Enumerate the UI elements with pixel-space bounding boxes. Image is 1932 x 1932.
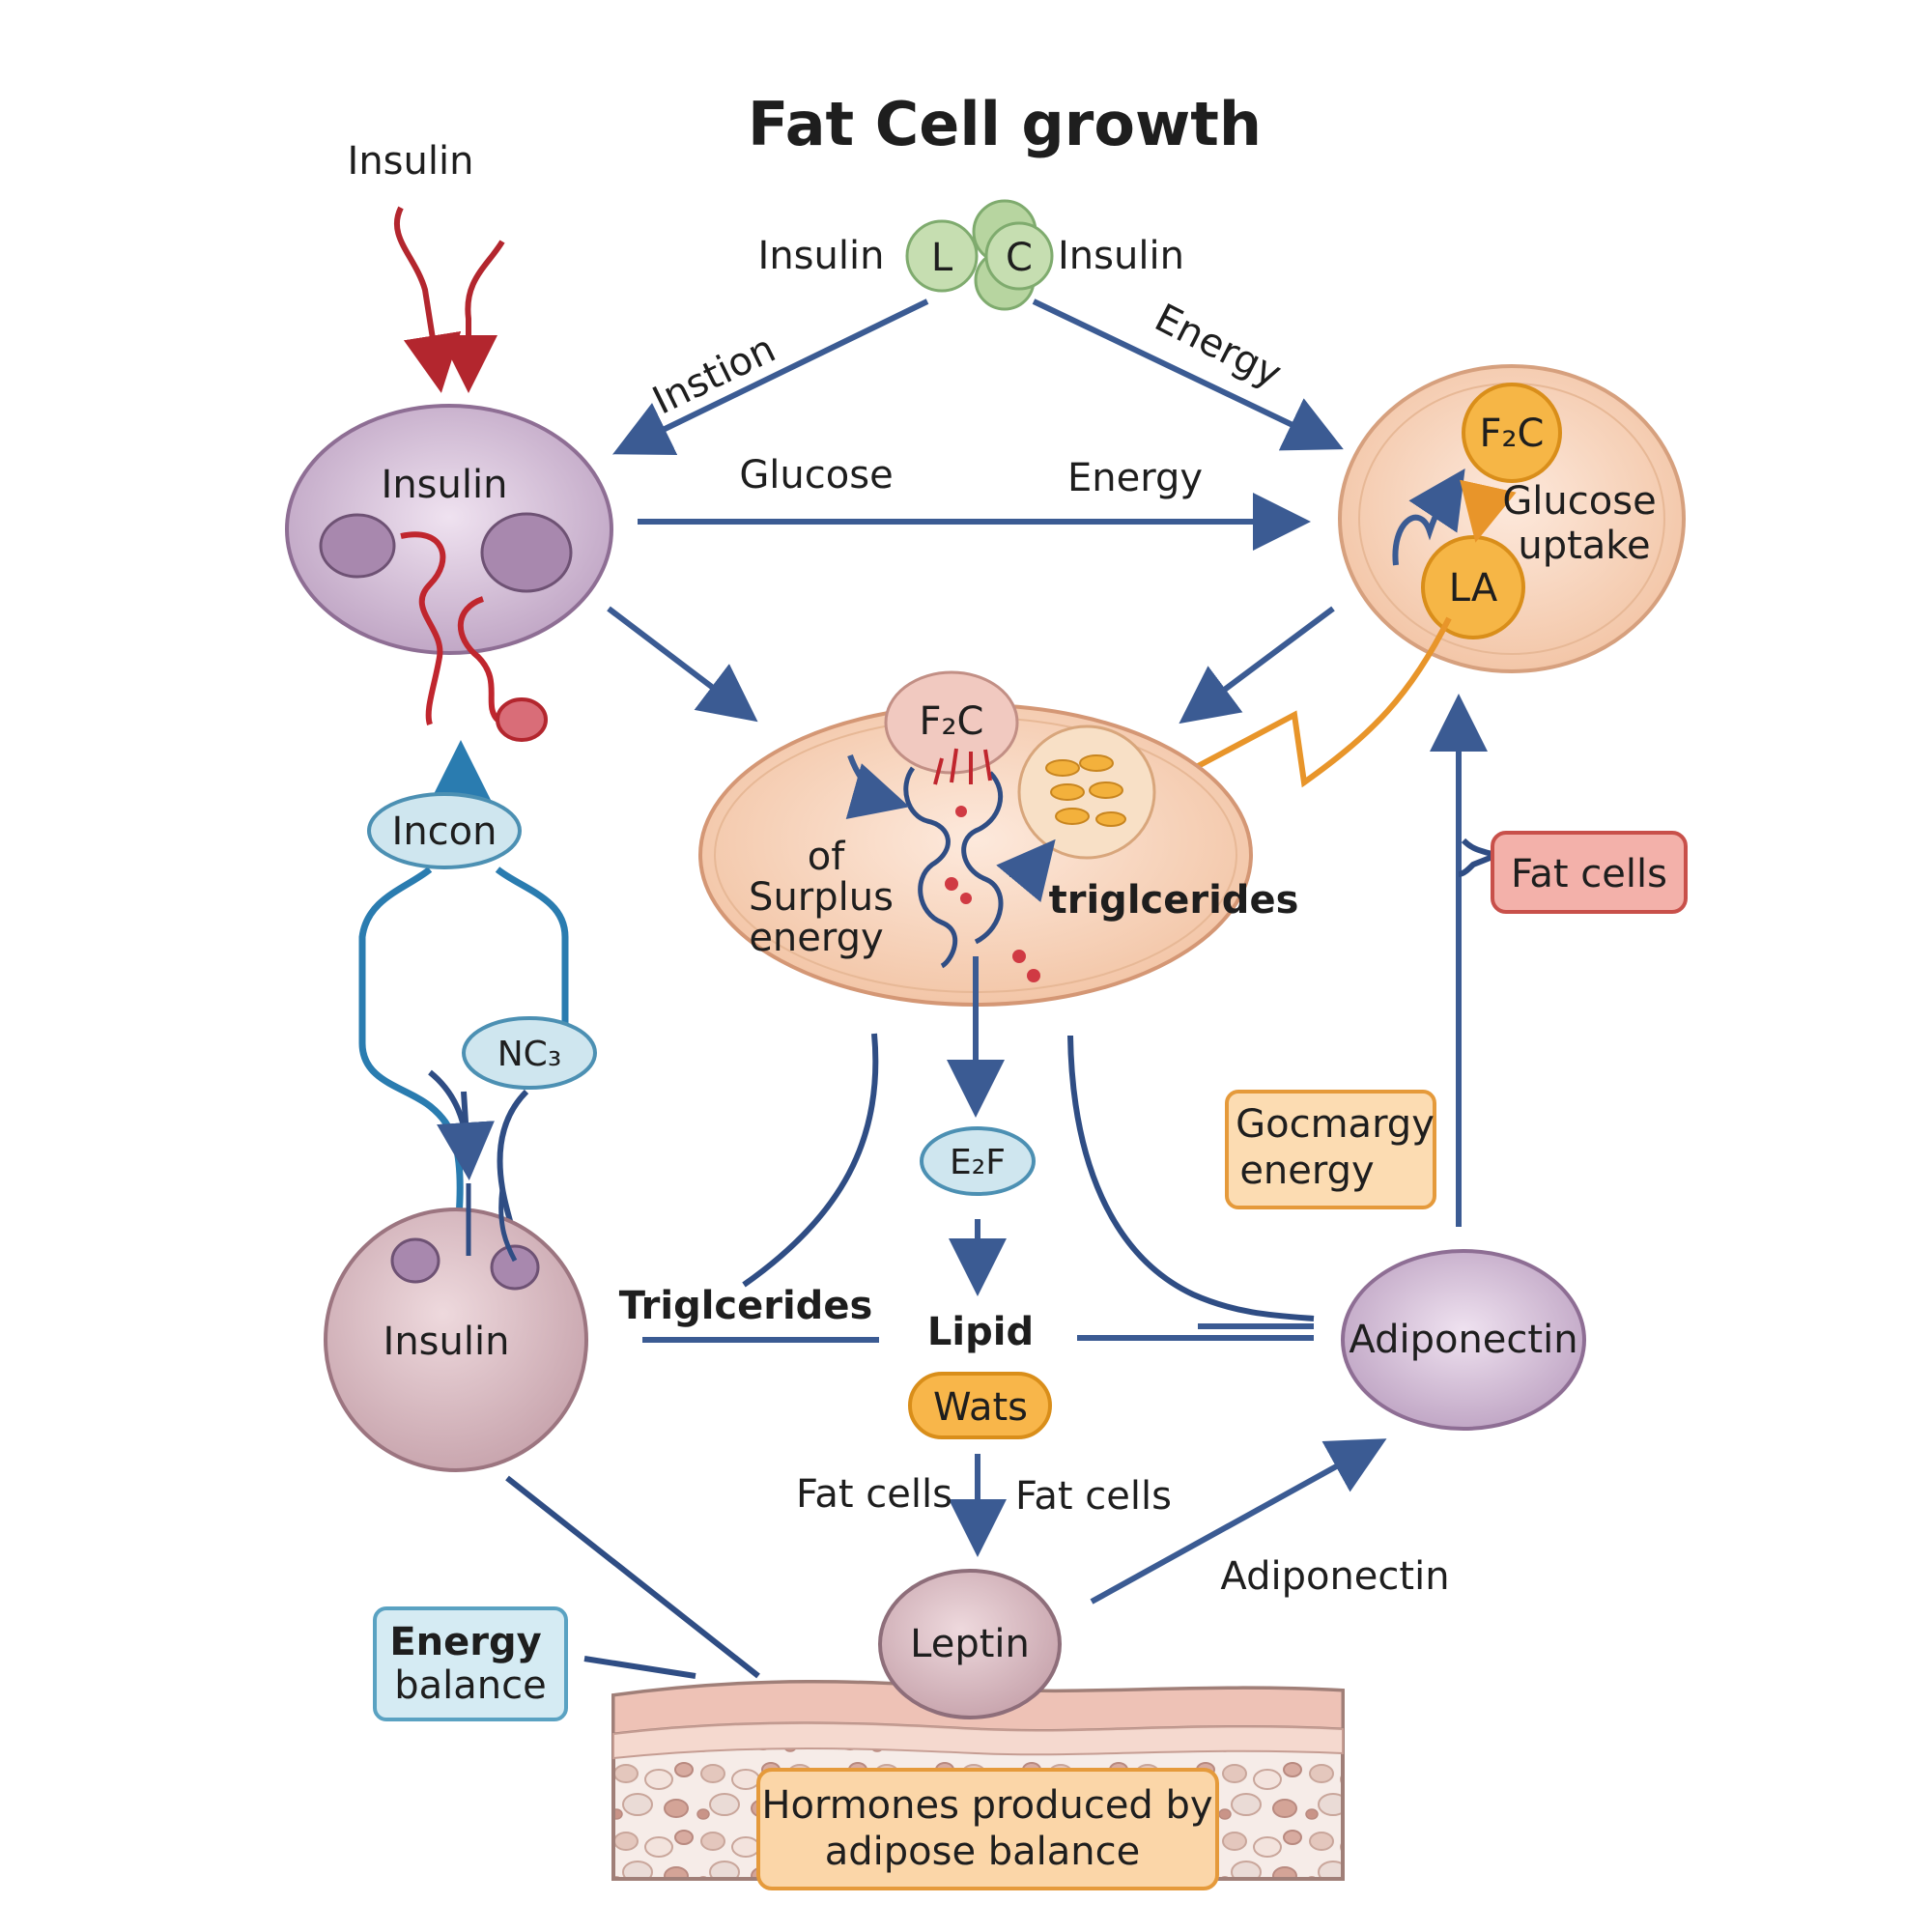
badge-c: C <box>1006 236 1033 280</box>
fat-cells-box-label: Fat cells <box>1511 852 1667 896</box>
leptin-label: Leptin <box>910 1622 1030 1666</box>
diagram-title: Fat Cell growth <box>748 89 1262 159</box>
energy-balance-label-1: Energy <box>389 1620 541 1664</box>
leptin-cell: Leptin <box>878 1569 1062 1719</box>
gocmargy-box <box>1225 1090 1436 1209</box>
center-fat-cell: F₂C of Surplus energy triglcerides <box>698 670 1299 1007</box>
gocmargy-label-1: Gocmargy <box>1236 1102 1435 1147</box>
surplus-label-3: energy <box>749 916 883 960</box>
glucose-uptake-label-2: uptake <box>1518 524 1650 568</box>
curve-left-to-triglcerides <box>742 1033 879 1288</box>
uptake-down-arrow <box>1460 479 1517 543</box>
triglcerides-center-label: triglcerides <box>1049 878 1299 923</box>
e2f-badge <box>920 1126 1036 1196</box>
energy-diag-label: Energy <box>1148 296 1289 397</box>
fat-cells-box <box>1491 831 1688 914</box>
insulin-bottom-cell: Insulin <box>324 1183 588 1472</box>
insulin-to-center-arrow <box>607 606 758 723</box>
nc3-connector-down <box>437 1091 495 1180</box>
hormones-box <box>756 1768 1219 1890</box>
f2c-right-label: F₂C <box>1480 412 1545 456</box>
energy-diag-arrow <box>1032 298 1344 451</box>
lipid-label: Lipid <box>927 1310 1034 1354</box>
hormones-label-2: adipose balance <box>825 1830 1141 1874</box>
energy-balance-label-2: balance <box>394 1663 546 1708</box>
triglcerides-left-label: Triglcerides <box>619 1284 873 1328</box>
energy-balance-line <box>583 1656 696 1679</box>
glucose-uptake-cell: F₂C LA Glucose uptake <box>1338 364 1686 673</box>
fat-cells-left-label: Fat cells <box>796 1472 952 1517</box>
surplus-label-1: of <box>808 835 845 879</box>
f2c-center-label: F₂C <box>920 699 984 744</box>
gocmargy-label-2: energy <box>1239 1149 1374 1193</box>
center-curl-arrow-left <box>845 753 910 819</box>
uptake-to-center-arrow <box>1179 606 1335 724</box>
glucose-uptake-label-1: Glucose <box>1502 479 1656 524</box>
lc-complex: L C <box>905 199 1054 311</box>
incon-loop-left <box>358 867 464 1218</box>
hormones-label-1: Hormones produced by <box>761 1783 1212 1828</box>
wats-label: Wats <box>933 1385 1028 1430</box>
leptin-to-adiponectin-arrow <box>1090 1438 1387 1605</box>
incon-loop-right <box>495 867 569 1024</box>
insulin-top-center-left-label: Insulin <box>758 234 885 278</box>
insulin-bottom-cell-label: Insulin <box>384 1320 510 1364</box>
instion-arrow <box>612 298 929 456</box>
energy-balance-box <box>373 1606 568 1721</box>
badge-l: L <box>931 236 953 280</box>
nc3-badge <box>462 1016 597 1090</box>
glucose-mid-label: Glucose <box>739 453 893 497</box>
incon-label: Incon <box>392 810 497 854</box>
insulin-cell-label: Insulin <box>382 463 508 507</box>
fat-cells-bracket <box>1458 838 1508 877</box>
la-orange-zigzag-arrow <box>1129 616 1452 803</box>
surplus-label-2: Surplus <box>749 875 894 920</box>
la-label: LA <box>1449 566 1498 611</box>
adiponectin-cell: Adiponectin <box>1341 1249 1586 1431</box>
insulin-to-tissue-line <box>505 1475 760 1679</box>
wats-badge <box>908 1372 1052 1439</box>
insulin-wavy-arrow-1 <box>393 206 462 393</box>
center-curl-arrow-right <box>996 838 1056 903</box>
incon-badge <box>367 792 522 869</box>
nc3-label: NC₃ <box>497 1035 562 1074</box>
insulin-cell: Insulin <box>285 404 613 742</box>
curve-right-to-adiponectin <box>1067 1035 1315 1321</box>
insulin-top-center-right-label: Insulin <box>1058 234 1184 278</box>
adiponectin-label: Adiponectin <box>1220 1554 1449 1599</box>
instion-label: Instion <box>646 327 782 423</box>
uptake-curl-arrow <box>1392 469 1465 566</box>
insulin-top-left-label: Insulin <box>348 139 474 184</box>
insulin-wavy-arrow-2 <box>440 240 505 393</box>
fat-cells-right-label: Fat cells <box>1015 1474 1172 1519</box>
energy-mid-label: Energy <box>1067 456 1203 500</box>
adiponectin-cell-label: Adiponectin <box>1349 1318 1577 1362</box>
e2f-label: E₂F <box>950 1143 1006 1182</box>
